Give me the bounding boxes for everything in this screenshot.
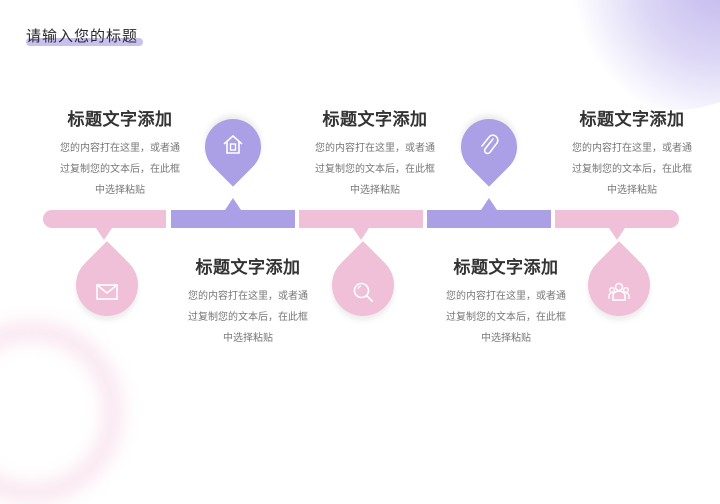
segment-2-pointer <box>225 198 241 210</box>
paperclip-icon <box>481 134 499 155</box>
item-description: 您的内容打在这里，或者通 过复制您的文本后，在此框 中选择粘贴 <box>446 291 566 344</box>
segment-1-pointer <box>96 228 112 240</box>
decorative-ring-bottom-left <box>0 320 124 504</box>
segment-5-pointer <box>609 228 625 240</box>
segment-3-pointer <box>353 228 369 240</box>
timeline-segment-5 <box>555 210 679 228</box>
search-icon <box>353 282 373 302</box>
timeline-item-1: 标题文字添加 您的内容打在这里，或者通 过复制您的文本后，在此框 中选择粘贴 <box>45 105 195 201</box>
item-title: 标题文字添加 <box>453 258 559 278</box>
timeline-segment-4 <box>427 210 551 228</box>
timeline-item-4: 标题文字添加 您的内容打在这里，或者通 过复制您的文本后，在此框 中选择粘贴 <box>431 253 581 349</box>
title-highlight <box>26 38 143 46</box>
page-title: 请输入您的标题 <box>26 27 139 45</box>
timeline-segment-3 <box>299 210 423 228</box>
timeline-item-3: 标题文字添加 您的内容打在这里，或者通 过复制您的文本后，在此框 中选择粘贴 <box>300 105 450 201</box>
item-title: 标题文字添加 <box>579 110 685 130</box>
home-icon <box>223 134 243 154</box>
item-title: 标题文字添加 <box>67 110 173 130</box>
item-title: 标题文字添加 <box>322 110 428 130</box>
decorative-gradient-top-right <box>560 0 720 110</box>
users-icon <box>608 282 630 301</box>
item-description: 您的内容打在这里，或者通 过复制您的文本后，在此框 中选择粘贴 <box>188 291 308 344</box>
item-description: 您的内容打在这里，或者通 过复制您的文本后，在此框 中选择粘贴 <box>60 143 180 196</box>
item-description: 您的内容打在这里，或者通 过复制您的文本后，在此框 中选择粘贴 <box>315 143 435 196</box>
item-title: 标题文字添加 <box>195 258 301 278</box>
segment-4-pointer <box>481 198 497 210</box>
mail-icon <box>96 284 118 300</box>
timeline-item-5: 标题文字添加 您的内容打在这里，或者通 过复制您的文本后，在此框 中选择粘贴 <box>557 105 707 201</box>
timeline-item-2: 标题文字添加 您的内容打在这里，或者通 过复制您的文本后，在此框 中选择粘贴 <box>173 253 323 349</box>
timeline-segment-1 <box>43 210 166 228</box>
timeline-segment-2 <box>171 210 295 228</box>
item-description: 您的内容打在这里，或者通 过复制您的文本后，在此框 中选择粘贴 <box>572 143 692 196</box>
